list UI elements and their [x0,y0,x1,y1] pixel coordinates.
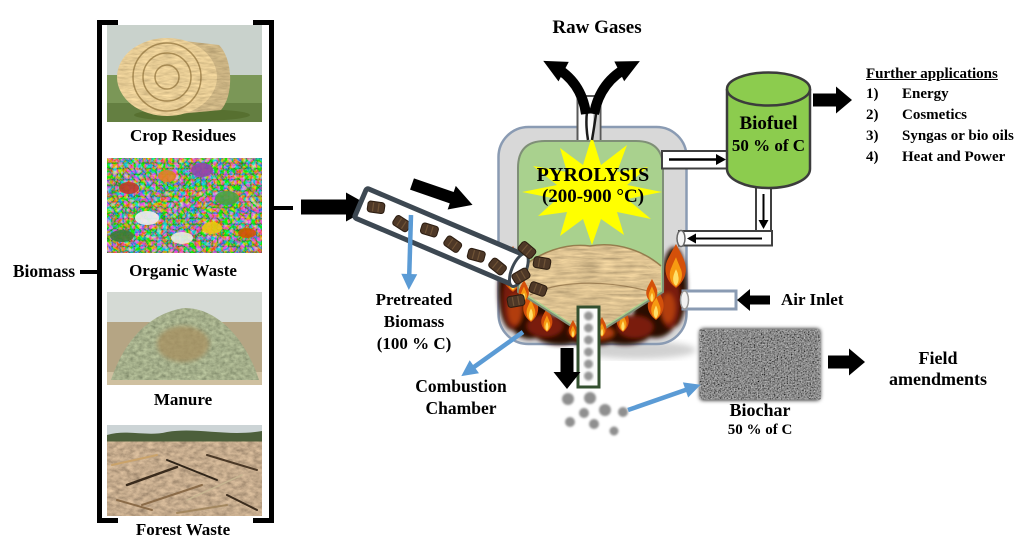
raw-gases-label: Raw Gases [552,17,642,38]
biomass-bracket-right [269,20,274,523]
pretreated-line2: Biomass [383,312,445,331]
air-inlet-pipe [679,289,738,311]
air-inlet-label: Air Inlet [781,290,844,309]
biomass-bracket-left-top-arm [97,20,118,25]
field-amendments-label: Field amendments [876,348,1000,390]
application-label: Heat and Power [902,148,1006,165]
air-inlet-arrow [737,289,770,311]
callout-arrow-pretreated [401,214,418,290]
application-num: 2) [866,106,879,123]
manure-image [107,292,262,385]
biofuel-apps-arrow [813,86,852,114]
application-label: Energy [902,85,949,102]
application-num: 1) [866,85,879,102]
pyrolysis-starburst [522,136,662,245]
application-item: 2) Cosmetics [866,107,1024,124]
pyrolysis-temperature: (200-900 °C) [541,186,645,207]
biomass-output-tick [274,206,293,210]
organic-waste-label: Organic Waste [129,261,237,280]
application-item: 1) Energy [866,86,1024,103]
pretreated-line3: (100 % C) [376,334,452,353]
combustion-line1: Combustion [415,376,507,396]
callout-arrow-biochar [627,382,701,413]
field-line2: amendments [889,369,987,389]
application-num: 3) [866,127,879,144]
biomass-bracket-right-bottom-arm [253,518,274,523]
organic-waste-image [107,158,262,253]
biochar-image [700,329,820,400]
pretreated-line1: Pretreated [375,290,453,309]
syngas-pipe [661,150,728,170]
reactor-shadow [580,341,696,359]
biochar-outlet-pipe [576,305,601,389]
biomass-bracket-left-bottom-arm [97,518,118,523]
biomass-label-tick [80,270,97,274]
char-particles [562,392,628,436]
biomass-bracket-left [97,20,102,523]
application-label: Cosmetics [902,106,967,123]
pretreated-biomass-label: Pretreated Biomass (100 % C) [354,289,474,355]
tube-flow-arrow [410,178,473,210]
forest-waste-image [107,425,262,516]
biochar-carbon-label: 50 % of C [727,422,793,438]
biochar-label: Biochar [729,400,791,420]
biochar-field-arrow [828,348,865,376]
application-label: Syngas or bio oils [902,127,1014,144]
callout-arrow-combustion [461,330,525,377]
raw-gas-arrows [543,60,640,141]
crop-residues-label: Crop Residues [130,126,236,145]
biofuel-tank [725,71,812,190]
biomass-label: Biomass [12,261,76,281]
application-item: 4) Heat and Power [866,149,1024,166]
combustion-chamber-label: Combustion Chamber [399,375,523,419]
feeder-tube [352,186,552,309]
crop-residues-image [107,25,262,122]
biofuel-label: Biofuel [739,113,798,134]
application-num: 4) [866,148,879,165]
forest-waste-label: Forest Waste [135,520,231,539]
pyrolysis-title: PYROLYSIS [536,164,650,186]
field-line1: Field [918,348,958,368]
further-applications: Further applications 1) Energy 2) Cosmet… [866,66,1024,170]
combustion-line2: Chamber [425,398,497,418]
char-drop-arrow [553,348,581,389]
biomass-bracket-right-top-arm [253,20,274,25]
manure-label: Manure [153,390,213,409]
application-item: 3) Syngas or bio oils [866,128,1024,145]
return-pipe [676,185,773,248]
biofuel-carbon-label: 50 % of C [731,136,806,155]
further-applications-title: Further applications [866,66,998,82]
